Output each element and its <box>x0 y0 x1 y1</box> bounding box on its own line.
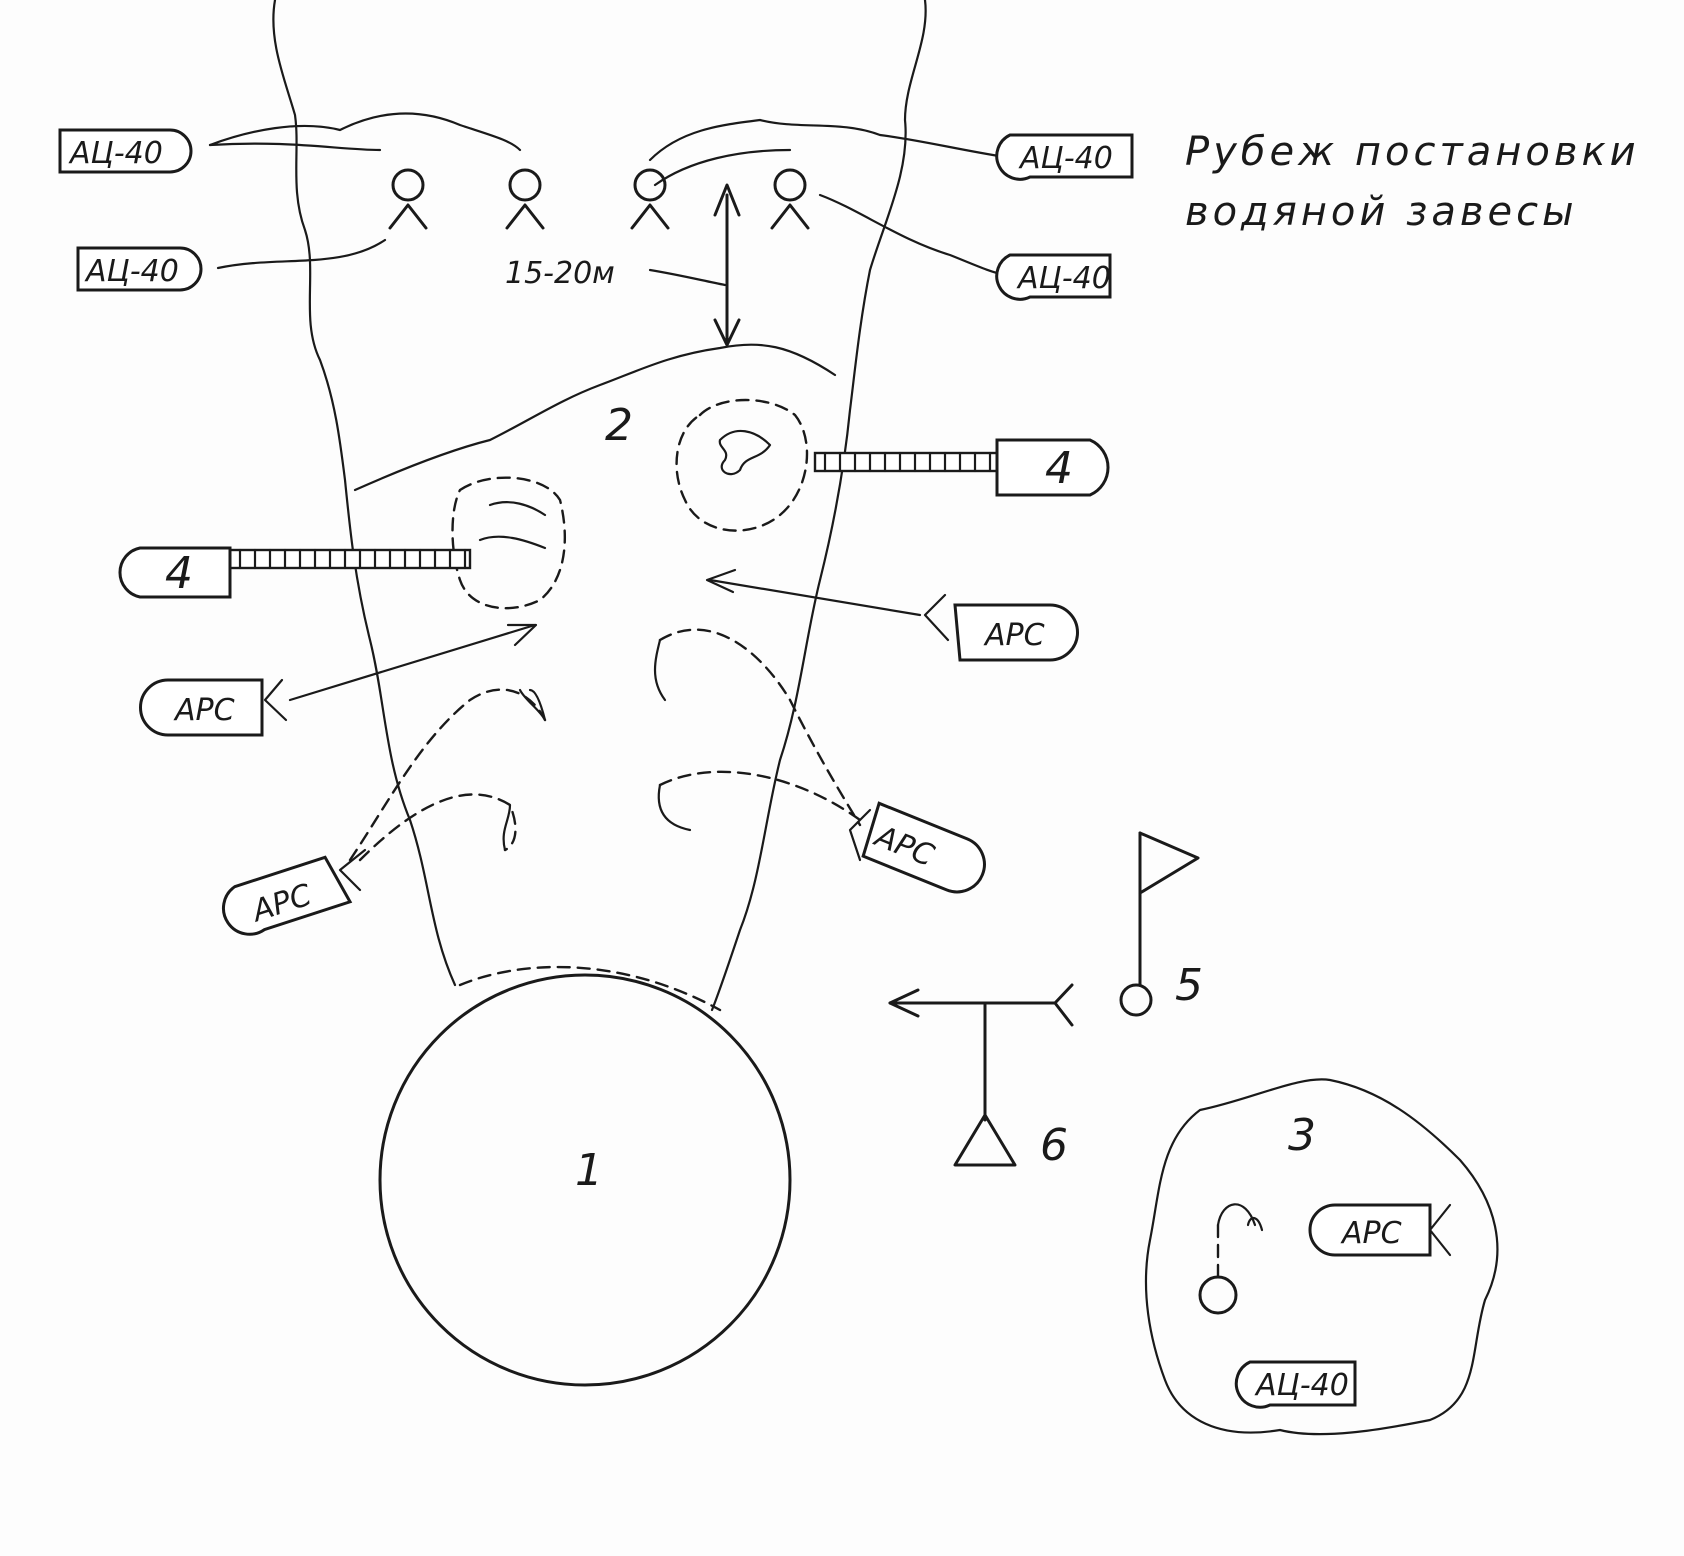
nozzle-position-1 <box>388 168 428 230</box>
svg-text:4: 4 <box>165 548 193 599</box>
svg-text:АРС: АРС <box>1340 1216 1402 1251</box>
distance-leader-line <box>648 268 727 287</box>
reserve-ars-unit: АРС <box>1308 1203 1452 1257</box>
hose-line-right-lower <box>818 193 1007 277</box>
hose-line-left-upper <box>208 142 382 152</box>
top-ridge-line <box>208 112 522 152</box>
fire-spot-right <box>675 398 809 532</box>
ladder-truck-right: 4 <box>813 438 1110 497</box>
distance-label: 15-20м <box>505 256 615 291</box>
reserve-area-number: 3 <box>1288 1110 1316 1161</box>
nozzle-position-2 <box>505 168 545 230</box>
reserve-area-boundary <box>1144 1078 1499 1436</box>
fire-spot-right-inner <box>718 429 772 476</box>
caption-line-2: водяной завесы <box>1185 189 1578 235</box>
distance-arrow-head-top <box>713 183 741 217</box>
top-ridge-line-right <box>648 118 1007 162</box>
svg-text:АЦ-40: АЦ-40 <box>1016 261 1111 296</box>
observation-post: 6 <box>888 983 1074 1171</box>
ac40-unit-top-right: АЦ-40 <box>995 133 1134 181</box>
ars-unit-left-upper: АРС <box>139 623 538 737</box>
ladder-truck-left: 4 <box>118 546 472 599</box>
tank-top-dashed-edge <box>458 965 722 1012</box>
tank-number: 1 <box>575 1145 603 1196</box>
hose-line-left-lower <box>216 238 387 270</box>
hose-line-right-upper <box>653 148 792 187</box>
svg-text:АРС: АРС <box>173 693 235 728</box>
spill-zone-boundary <box>353 343 837 492</box>
left-ground-line <box>272 0 457 987</box>
distance-arrow-head-bottom <box>713 318 741 347</box>
svg-text:АЦ-40: АЦ-40 <box>1018 141 1113 176</box>
ars-unit-right-upper: АРС <box>705 568 1079 662</box>
right-ground-line <box>710 0 927 1012</box>
svg-text:4: 4 <box>1045 443 1073 494</box>
reserve-hydrant <box>1198 1203 1264 1315</box>
ac40-unit-top-left: АЦ-40 <box>58 128 193 174</box>
ars-unit-left-lower: АРС <box>221 688 547 936</box>
svg-text:АЦ-40: АЦ-40 <box>1254 1368 1349 1403</box>
nozzle-position-3 <box>630 168 670 230</box>
fire-spot-left <box>451 476 566 610</box>
svg-text:6: 6 <box>1040 1120 1068 1171</box>
reserve-ac40-unit: АЦ-40 <box>1234 1360 1357 1409</box>
ars-unit-right-lower: АРС <box>653 628 986 894</box>
spill-zone-number: 2 <box>605 400 633 451</box>
svg-text:АЦ-40: АЦ-40 <box>84 254 179 289</box>
ac40-unit-mid-right: АЦ-40 <box>995 253 1112 301</box>
svg-text:АЦ-40: АЦ-40 <box>68 136 163 171</box>
svg-text:АРС: АРС <box>983 618 1045 653</box>
ac40-unit-mid-left: АЦ-40 <box>76 246 203 292</box>
nozzle-position-4 <box>770 168 810 230</box>
caption-line-1: Рубеж постановки <box>1185 129 1640 175</box>
svg-text:5: 5 <box>1175 960 1203 1011</box>
tank-circle <box>378 973 792 1387</box>
headquarters-flag: 5 <box>1119 831 1203 1017</box>
fire-spot-left-inner <box>478 501 547 550</box>
